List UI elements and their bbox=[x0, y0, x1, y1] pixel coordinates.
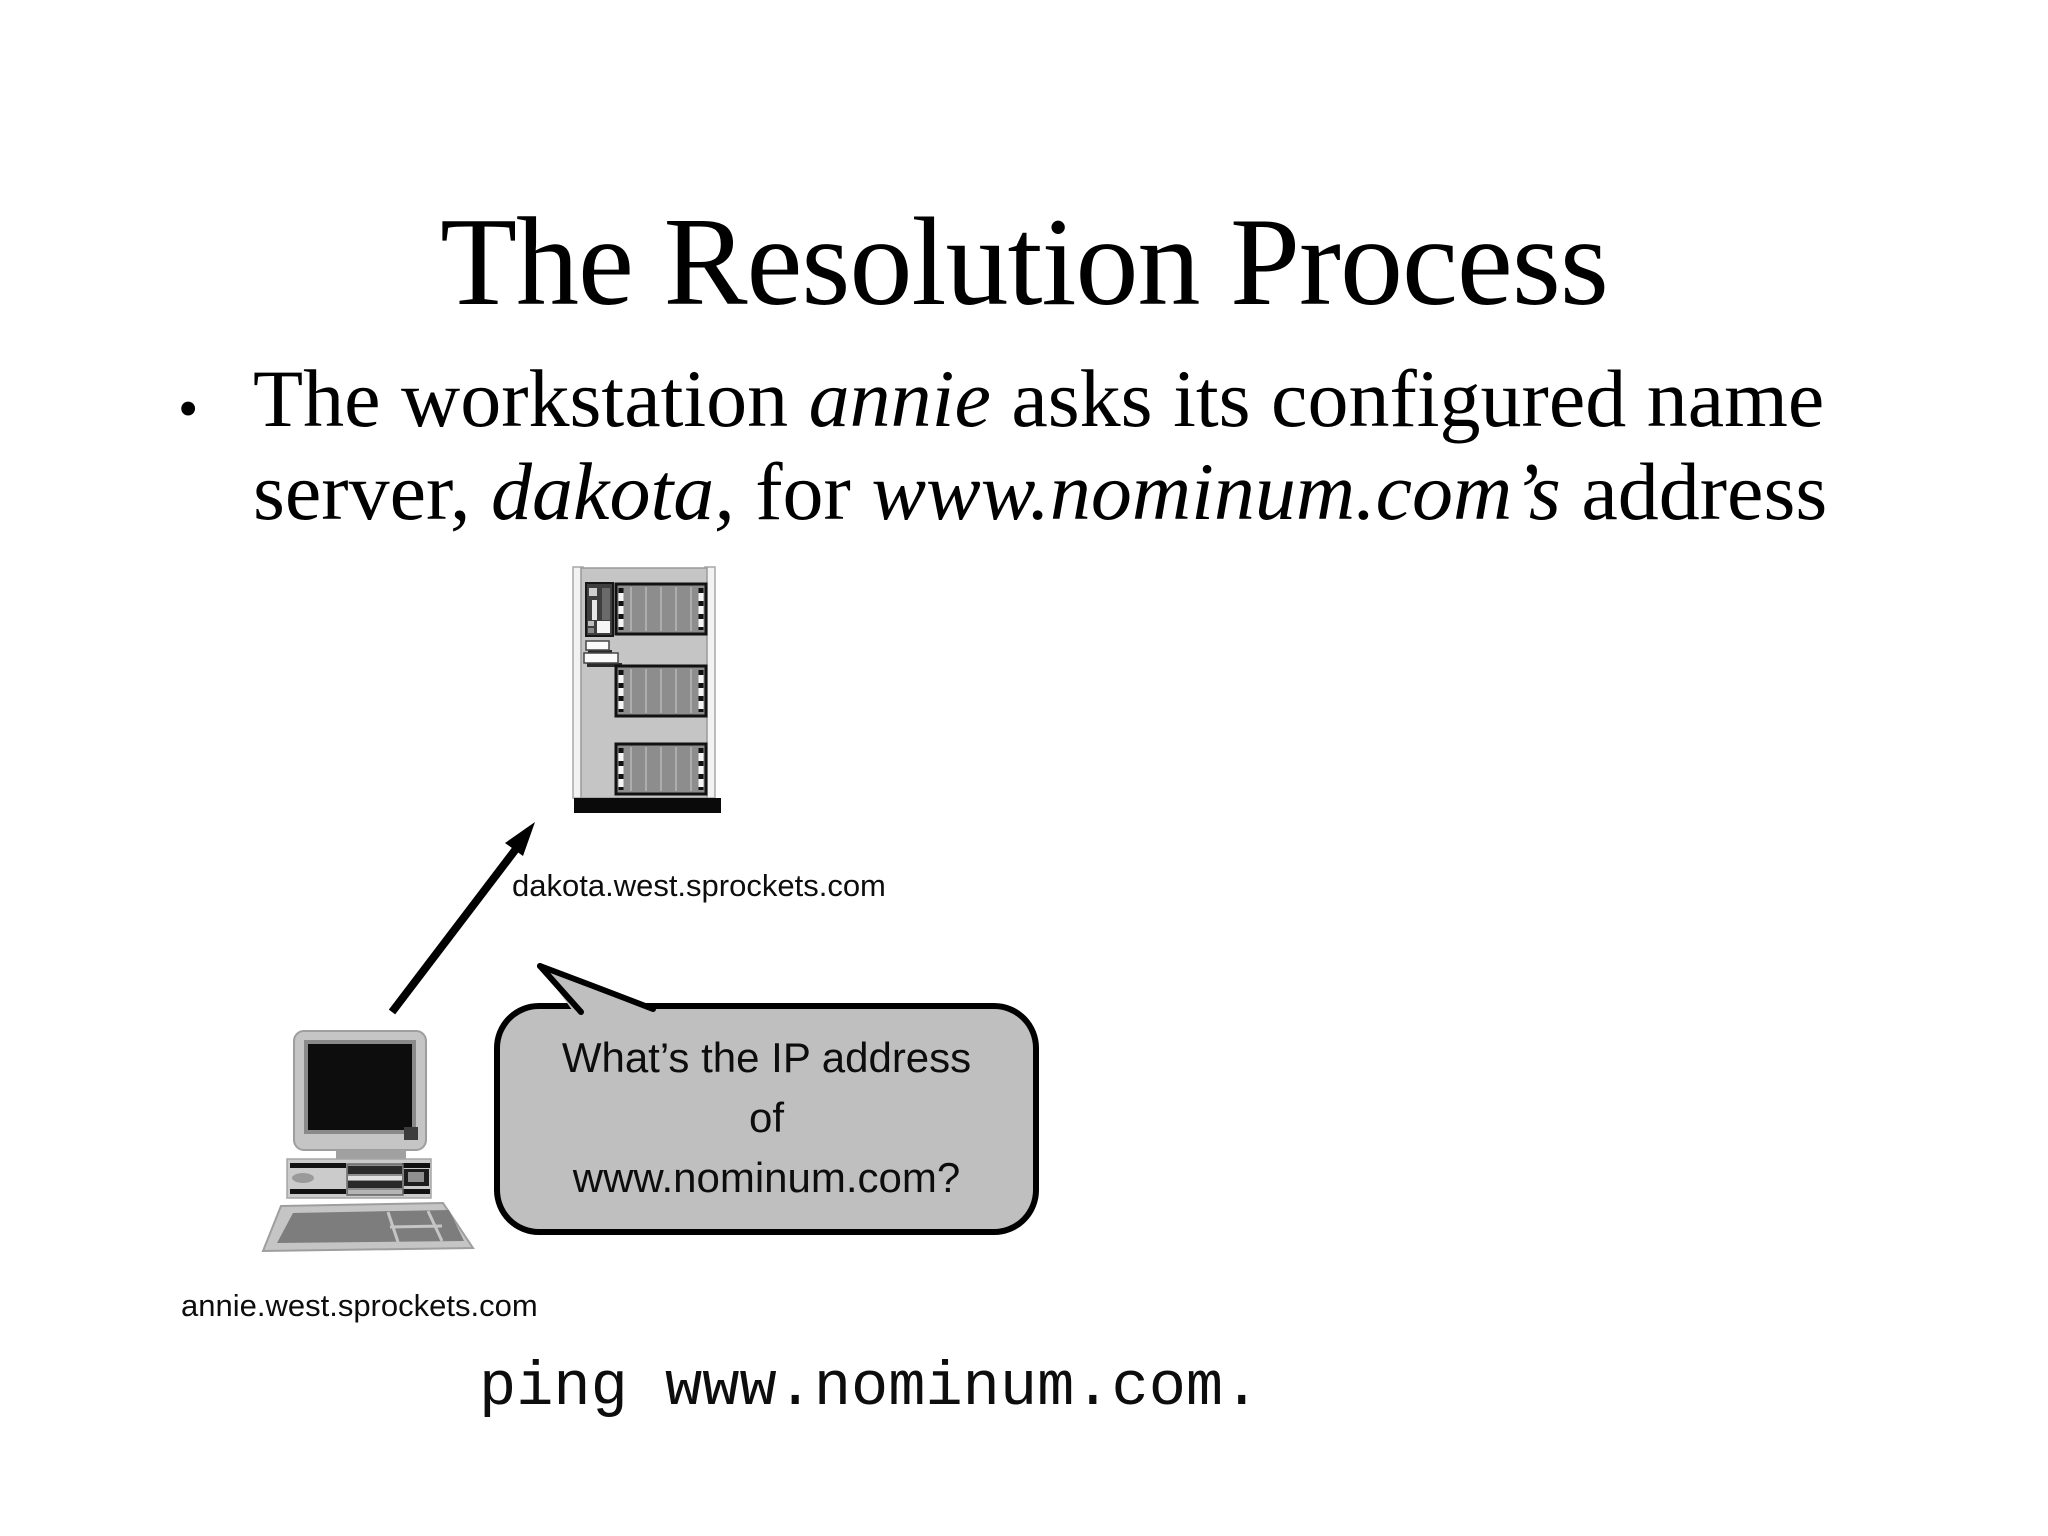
query-arrow-icon bbox=[388, 822, 535, 1015]
bullet-seg: server, bbox=[253, 446, 492, 537]
speech-bubble bbox=[494, 963, 1039, 1235]
workstation-label: annie.west.sprockets.com bbox=[181, 1288, 538, 1323]
bullet-line-2: server, dakota, for www.nominum.com’s ad… bbox=[253, 445, 1827, 538]
server-label: dakota.west.sprockets.com bbox=[512, 868, 886, 903]
bullet-seg: The workstation bbox=[253, 353, 809, 444]
desktop-computer-icon bbox=[261, 1030, 475, 1253]
bullet-seg: address bbox=[1560, 446, 1828, 537]
bullet-text: The workstation annie asks its configure… bbox=[253, 352, 1827, 538]
server-tower-icon bbox=[572, 566, 721, 813]
ping-command: ping www.nominum.com. bbox=[479, 1352, 1261, 1423]
bullet-seg-italic: annie bbox=[808, 353, 991, 444]
bullet-seg-italic: www.nominum.com’s bbox=[871, 446, 1561, 537]
bullet-line-1: The workstation annie asks its configure… bbox=[253, 352, 1827, 445]
page-title: The Resolution Process bbox=[440, 193, 1609, 332]
bullet-seg-italic: dakota, bbox=[491, 446, 735, 537]
bullet-seg: for bbox=[734, 446, 872, 537]
bullet-marker: • bbox=[178, 376, 199, 441]
bullet-seg: asks its configured name bbox=[990, 353, 1825, 444]
bullet-item: • The workstation annie asks its configu… bbox=[178, 352, 1827, 538]
speech-bubble-text: What’s the IP address of www.nominum.com… bbox=[561, 1034, 972, 1201]
